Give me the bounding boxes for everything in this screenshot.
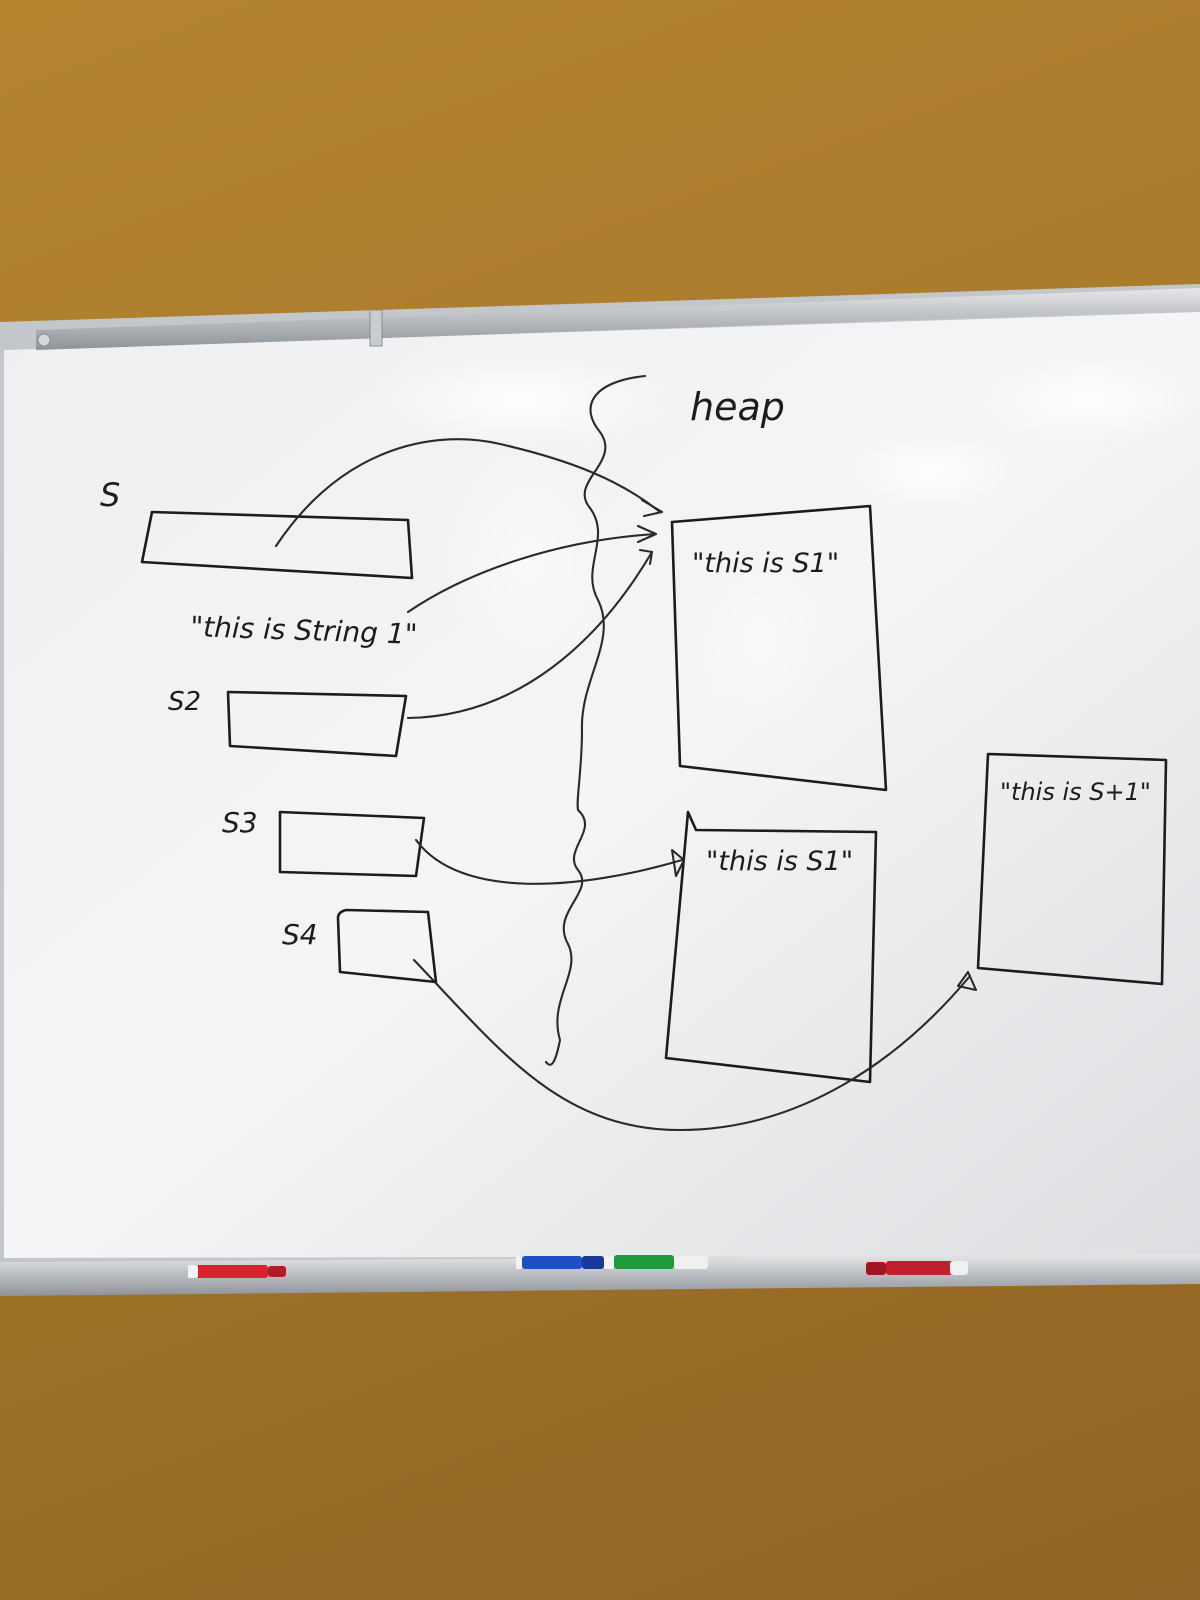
- heap-object-text-3: "this is S+1": [1000, 778, 1151, 806]
- heap-object-text-1: "this is S1": [692, 548, 839, 579]
- light-glare: [840, 430, 1020, 510]
- marker-left-red[interactable]: [188, 1265, 286, 1278]
- variable-box-s2: [226, 690, 408, 758]
- heap-object-text-2: "this is S1": [706, 846, 853, 877]
- top-rail: [36, 288, 1200, 350]
- arrow-s3-to-object-2: [414, 838, 684, 885]
- arrow-s4-to-object-3: [412, 958, 972, 1132]
- light-glare: [440, 440, 620, 680]
- heap-object-box-3: [976, 752, 1168, 986]
- heap-label: heap: [690, 385, 785, 429]
- variable-label-s: S: [100, 476, 120, 514]
- arrow-s-to-object-1: [274, 438, 662, 548]
- arrow-s2-to-object-1: [406, 550, 654, 720]
- heap-divider-line: [544, 374, 647, 1066]
- variable-label-s2: S2: [168, 687, 201, 717]
- variable-box-s3: [278, 810, 426, 878]
- arrowhead: [638, 548, 654, 566]
- marker-right-red[interactable]: [866, 1261, 968, 1275]
- light-glare: [970, 355, 1200, 445]
- marker-blue[interactable]: [516, 1256, 604, 1269]
- light-glare: [370, 350, 670, 450]
- string-literal-text: "this is String 1": [190, 610, 418, 651]
- whiteboard-surface: [4, 312, 1200, 1258]
- arrowhead: [636, 524, 658, 544]
- variable-label-s3: S3: [222, 806, 258, 839]
- arrowhead: [670, 848, 686, 878]
- variable-label-s4: S4: [282, 918, 318, 951]
- variable-box-s: [140, 510, 414, 580]
- arrow-literal-to-object-1: [406, 532, 658, 614]
- rail-end-cap: [37, 333, 51, 347]
- marker-green[interactable]: [604, 1255, 708, 1269]
- arrowhead: [640, 498, 664, 518]
- light-glare: [690, 550, 830, 730]
- arrowhead: [956, 970, 978, 992]
- heap-object-box-2: [664, 810, 878, 1084]
- variable-box-s4: [336, 908, 438, 984]
- rail-clip: [369, 309, 383, 347]
- heap-object-box-1: [670, 504, 888, 792]
